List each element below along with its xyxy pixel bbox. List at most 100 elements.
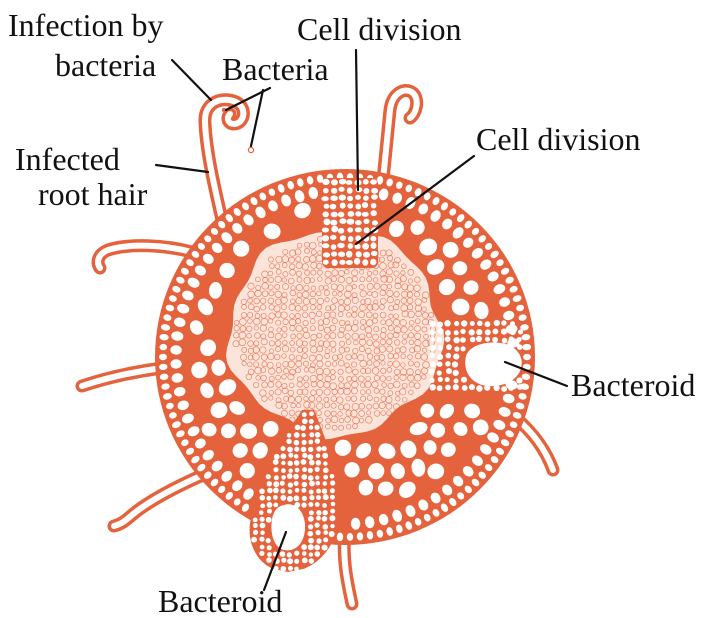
division-cell (323, 252, 330, 257)
nodule-cell (316, 454, 321, 459)
infected-zone-cell (445, 385, 451, 391)
label-infected-line1: Infected (15, 141, 120, 177)
infected-zone-cell (452, 361, 458, 367)
infected-zone-cell (428, 369, 434, 375)
nodule-cell (281, 446, 286, 451)
nodule-cell (267, 481, 272, 486)
division-cell (322, 179, 330, 185)
nodule-cell (323, 530, 328, 535)
infected-zone-cell (502, 338, 508, 344)
division-cell (330, 220, 337, 226)
infected-zone-cell (518, 330, 523, 335)
nodule-cell (308, 516, 314, 522)
division-cell (323, 188, 329, 193)
nodule-cell (274, 566, 279, 571)
infected-zone-cell (494, 320, 500, 326)
nodule-cell (274, 475, 279, 480)
label-infection-line1: Infection by (8, 7, 164, 43)
division-cell (337, 243, 345, 248)
nodule-cell (315, 432, 321, 438)
infected-zone-cell (445, 377, 450, 382)
nodule-cell (294, 559, 299, 564)
nodule-cell (280, 495, 286, 501)
nodule-cell (266, 517, 272, 523)
nodule-cell (301, 459, 307, 465)
infected-zone-cell (444, 320, 450, 326)
nodule-cell (287, 433, 292, 438)
division-cell (339, 179, 346, 185)
nodule-cell (301, 502, 306, 507)
division-cell (324, 204, 330, 209)
nodule-cell (322, 503, 327, 508)
division-cell (347, 196, 353, 201)
nodule-cell (281, 461, 285, 465)
infected-zone-cell (469, 329, 475, 335)
infected-zone-cell (437, 370, 442, 375)
division-cell (370, 259, 376, 266)
nodule-cell (323, 481, 328, 486)
division-cell (362, 212, 369, 217)
nodule-cell (316, 538, 321, 543)
nodule-cell (281, 468, 286, 473)
nodule-cell (315, 438, 320, 443)
nodule-cell (294, 495, 300, 501)
division-cell (347, 187, 353, 193)
infected-zone-cell (510, 329, 516, 335)
division-cell (338, 212, 345, 218)
nodule-cell (253, 518, 258, 523)
infected-zone-cell (445, 361, 450, 366)
nodule-cell (329, 515, 335, 521)
nodule-cell (323, 537, 328, 542)
nodule-cell (302, 453, 307, 458)
nodule-cell (308, 454, 314, 460)
nodule-cell (294, 460, 300, 466)
division-cell (340, 203, 346, 209)
nodule-cell (309, 490, 314, 495)
division-cell (323, 260, 329, 265)
nodule-cell (302, 440, 307, 445)
nodule-cell (302, 467, 307, 472)
infected-zone-cell (510, 321, 515, 326)
nodule-cell (295, 425, 301, 431)
division-cell (355, 195, 361, 200)
nodule-cell (322, 446, 327, 451)
nodule-cell (308, 475, 314, 481)
nodule-cell (266, 538, 271, 543)
nodule-cell (259, 551, 264, 556)
infected-zone-cell (493, 329, 499, 335)
nodule-cell (288, 489, 293, 494)
nodule-cell (273, 459, 279, 465)
nodule-cell (281, 558, 286, 563)
division-cell (364, 227, 370, 233)
infected-zone-cell (445, 330, 451, 336)
nodule-cell (260, 517, 265, 522)
infected-zone-cell (485, 321, 491, 327)
nodule-cell (316, 510, 321, 515)
nodule-cell (267, 502, 273, 508)
division-cell (355, 204, 361, 210)
nodule-cell (280, 551, 286, 557)
nodule-cell (315, 502, 320, 507)
infected-zone-cell (445, 336, 451, 342)
division-cell (346, 260, 353, 265)
infected-zone-cell (429, 378, 434, 383)
division-cell (347, 203, 353, 208)
nodule-cell (301, 474, 307, 480)
infected-zone-cell (454, 337, 460, 343)
infected-zone-cell (476, 329, 482, 335)
infected-zone-cell (509, 336, 514, 341)
division-cell (347, 227, 353, 232)
nodule-cell (287, 473, 293, 479)
infected-zone-cell (460, 337, 466, 343)
nodule-cell (259, 489, 265, 495)
division-cell (339, 195, 346, 201)
infected-zone-cell (437, 361, 443, 367)
infected-zone-cell (446, 368, 452, 374)
division-cell (346, 180, 353, 185)
infected-zone-cell (517, 344, 523, 350)
label-bacteria: Bacteria (222, 51, 329, 87)
nodule-cell (309, 425, 313, 429)
nodule-cell (294, 432, 300, 438)
nodule-cell (280, 481, 285, 486)
